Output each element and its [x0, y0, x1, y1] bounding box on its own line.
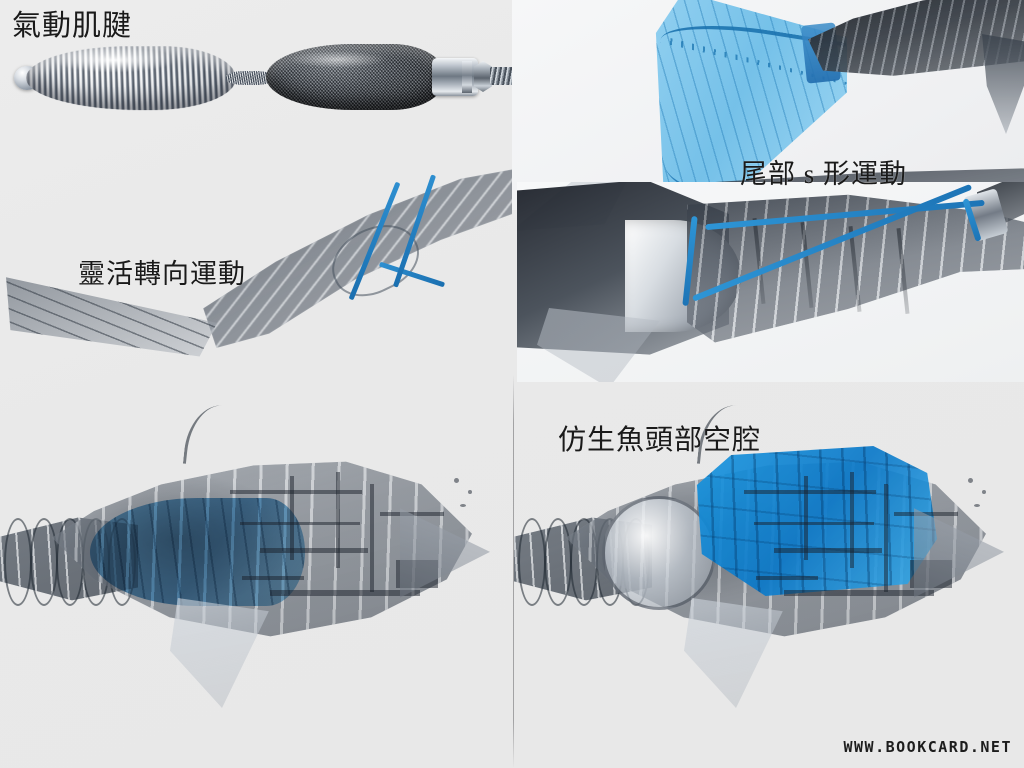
label-tail-s-motion: 尾部 s 形運動 — [740, 159, 908, 189]
fish-head-cavity-highlight — [696, 446, 937, 596]
muscle-fibre-lobe — [25, 46, 237, 111]
fish-head-cavity-panel — [514, 392, 1024, 768]
muscle-mesh-lobe — [266, 44, 446, 110]
fish-dust-specks — [446, 474, 496, 534]
hex-nut — [474, 61, 492, 92]
panel-divider — [513, 375, 514, 768]
label-bionic-head-cavity: 仿生魚頭部空腔 — [558, 425, 762, 456]
muscle-waist — [226, 71, 274, 85]
tail-lower-fin — [982, 34, 1024, 134]
tendon-detail-panel — [517, 182, 1024, 382]
fish-dorsal-fin — [182, 401, 233, 469]
label-pneumatic-muscle: 氣動肌腱 — [12, 10, 133, 42]
fish-dust-specks — [960, 474, 1010, 534]
flexible-turning-panel — [0, 160, 512, 390]
tail-s-motion-panel — [512, 0, 1024, 210]
threaded-rod — [490, 67, 512, 85]
pneumatic-muscle-illustration — [8, 38, 512, 118]
fish-xray-overview-panel — [0, 392, 513, 768]
site-watermark: WWW.BOOKCARD.NET — [843, 738, 1012, 756]
label-flexible-turning: 靈活轉向運動 — [78, 259, 246, 289]
chrome-fitting — [432, 58, 478, 96]
pneumatic-muscle-panel — [0, 0, 512, 160]
